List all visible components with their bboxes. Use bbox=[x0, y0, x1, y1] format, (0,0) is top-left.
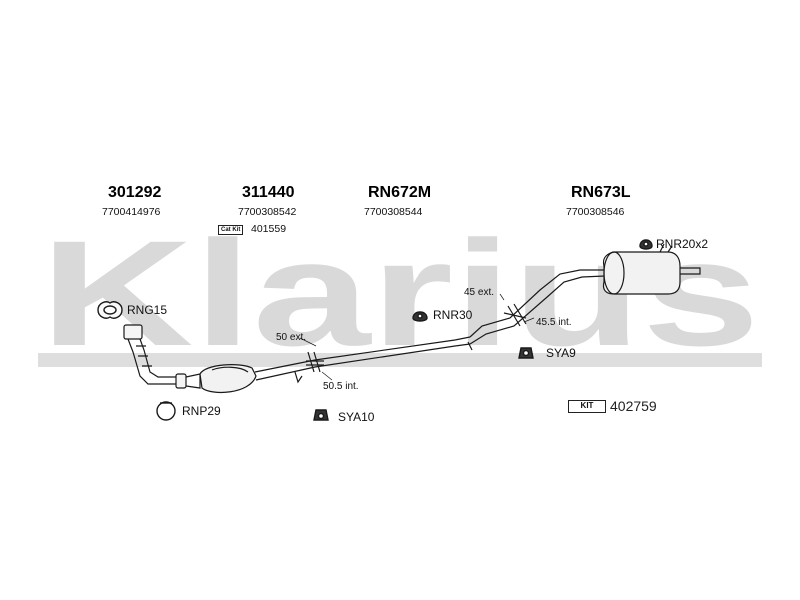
clamp-50 bbox=[307, 351, 321, 373]
rear-silencer bbox=[602, 251, 681, 295]
rear-pipe-upper bbox=[469, 269, 605, 338]
clamp-50-cross bbox=[306, 360, 324, 366]
mid-pipe-lower bbox=[255, 343, 471, 381]
part-number-3: RN672M bbox=[368, 184, 432, 201]
label-rnp29: RNP29 bbox=[182, 404, 221, 418]
catalytic-converter bbox=[199, 364, 257, 394]
oe-number-1: 7700414976 bbox=[102, 206, 161, 218]
clamp-45 bbox=[507, 303, 527, 327]
hanger-pin bbox=[294, 371, 303, 384]
gasket-hole-icon bbox=[103, 305, 117, 315]
leader-50ext bbox=[299, 337, 317, 347]
cat-kit-number: 401559 bbox=[251, 223, 287, 235]
part-number-2: 311440 bbox=[242, 184, 295, 201]
mid-pipe-upper bbox=[254, 336, 471, 373]
silencer-hanger bbox=[659, 243, 673, 253]
hanger-rubber-hole-icon bbox=[417, 313, 423, 319]
cat-inlet-flange bbox=[175, 373, 187, 389]
tailpipe bbox=[680, 267, 701, 275]
cat-kit-badge: Cat Kit bbox=[218, 225, 244, 235]
label-rng15: RNG15 bbox=[127, 303, 168, 317]
rear-hanger bbox=[467, 341, 473, 351]
oe-number-3: 7700308544 bbox=[364, 206, 423, 218]
measure-50-ext: 50 ext. bbox=[276, 332, 307, 343]
part-number-4: RN673L bbox=[571, 184, 631, 201]
label-sya9: SYA9 bbox=[546, 346, 576, 360]
downpipe-upper bbox=[127, 338, 178, 385]
oe-number-4: 7700308546 bbox=[566, 206, 625, 218]
kit-badge: KIT bbox=[568, 400, 606, 413]
clamp-ring-icon bbox=[156, 401, 176, 421]
rear-pipe-lower bbox=[469, 275, 606, 345]
downpipe-bellows bbox=[136, 345, 152, 367]
leader-45ext bbox=[499, 293, 505, 301]
oe-number-2: 7700308542 bbox=[238, 206, 297, 218]
label-rnr30: RNR30 bbox=[433, 308, 473, 322]
rubber-mount-hole-icon bbox=[317, 412, 325, 420]
measure-45-5-int: 45.5 int. bbox=[536, 317, 572, 328]
kit-number: 402759 bbox=[610, 398, 657, 414]
silencer-end-cap bbox=[603, 251, 625, 295]
cat-detail bbox=[211, 366, 249, 373]
leader-455int bbox=[523, 317, 535, 323]
measure-50-5-int: 50.5 int. bbox=[323, 381, 359, 392]
front-flange bbox=[123, 324, 143, 340]
mount-sya9-hole-icon bbox=[522, 349, 530, 357]
cat-inlet-pipe bbox=[185, 373, 201, 389]
leader-505int bbox=[321, 371, 333, 381]
label-sya10: SYA10 bbox=[338, 410, 375, 424]
downpipe-lower bbox=[139, 338, 178, 378]
measure-45-ext: 45 ext. bbox=[464, 287, 495, 298]
clamp-45-cross bbox=[503, 312, 527, 319]
part-number-1: 301292 bbox=[108, 184, 162, 201]
hanger-rnr20-hole-icon bbox=[643, 241, 649, 247]
label-rnr20: RNR20x2 bbox=[656, 237, 709, 251]
watermark-underline bbox=[38, 353, 762, 367]
